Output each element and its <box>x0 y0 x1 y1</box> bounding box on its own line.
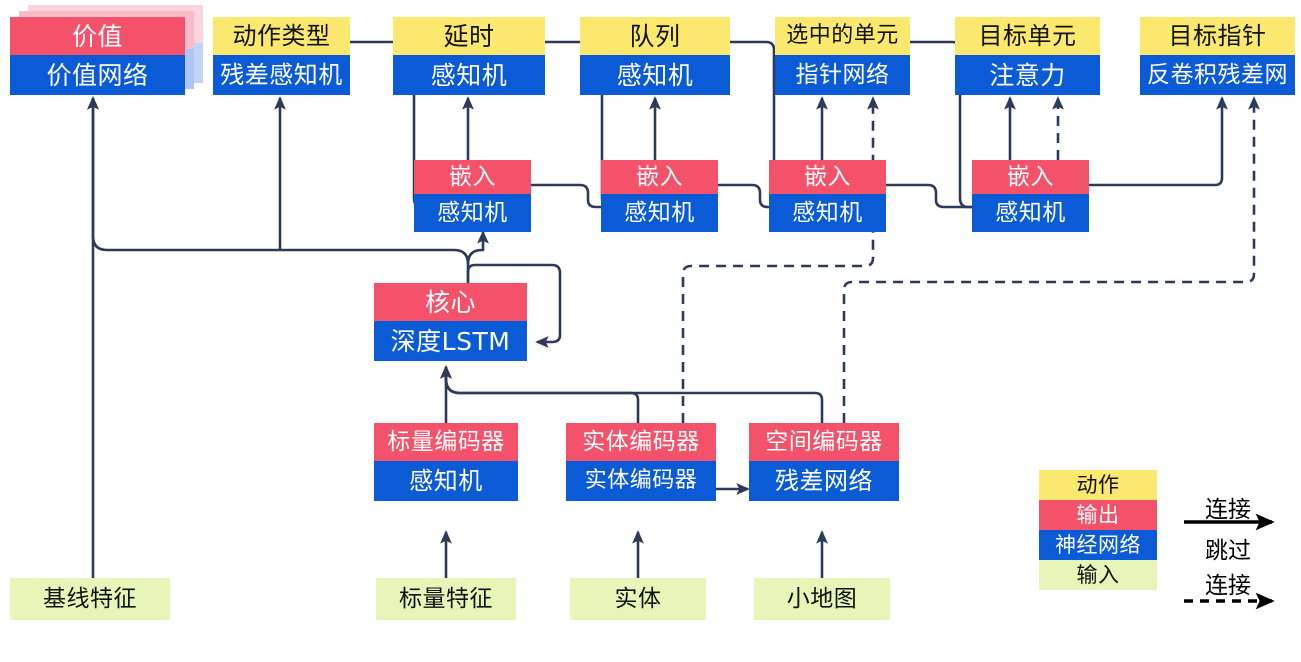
skip-spatial-encoder-to-target-point <box>842 96 1260 423</box>
legend-swatch-output: 输出 <box>1039 500 1157 530</box>
node-action-type[interactable]: 动作类型 残差感知机 <box>213 17 350 95</box>
node-delay-top: 延时 <box>393 17 545 55</box>
node-baseline-features[interactable]: 基线特征 <box>10 578 170 620</box>
node-embed-2-top: 嵌入 <box>601 160 718 194</box>
legend-connection-label: 连接 <box>1205 497 1251 523</box>
node-core[interactable]: 核心 深度LSTM <box>374 283 527 361</box>
node-scalar-encoder[interactable]: 标量编码器 感知机 <box>374 423 518 501</box>
node-scalar-encoder-bottom: 感知机 <box>374 461 518 501</box>
node-scalar-encoder-top: 标量编码器 <box>374 423 518 461</box>
edge-core-to-embed-1 <box>466 230 489 265</box>
node-action-type-bottom: 残差感知机 <box>213 55 350 95</box>
legend-swatch-network: 神经网络 <box>1039 530 1157 560</box>
edge-entity-encoder-bus-to-core <box>440 365 640 423</box>
node-value-top: 价值 <box>10 17 185 55</box>
edge-spatial-encoder-bus-to-core <box>440 365 824 423</box>
legend-skip-label-line1: 跳过 <box>1205 538 1251 564</box>
node-embed-1[interactable]: 嵌入 感知机 <box>414 160 531 232</box>
node-selected-units-top: 选中的单元 <box>775 17 910 55</box>
edge-embed-4-to-target-point <box>1089 96 1228 187</box>
node-scalar-features[interactable]: 标量特征 <box>376 578 516 620</box>
node-target-unit[interactable]: 目标单元 注意力 <box>955 17 1100 95</box>
node-target-unit-top: 目标单元 <box>955 17 1100 55</box>
node-value[interactable]: 价值 价值网络 <box>10 17 185 95</box>
node-spatial-encoder-bottom: 残差网络 <box>749 461 899 501</box>
node-target-point-bottom: 反卷积残差网 <box>1140 55 1295 95</box>
legend-swatch-input: 输入 <box>1039 560 1157 590</box>
node-minimap[interactable]: 小地图 <box>754 578 890 620</box>
node-embed-4-bottom: 感知机 <box>972 194 1089 232</box>
node-embed-2[interactable]: 嵌入 感知机 <box>601 160 718 232</box>
node-delay[interactable]: 延时 感知机 <box>393 17 545 95</box>
node-selected-units[interactable]: 选中的单元 指针网络 <box>775 17 910 95</box>
node-minimap-label: 小地图 <box>754 578 890 620</box>
node-value-bottom: 价值网络 <box>10 55 185 95</box>
node-action-type-top: 动作类型 <box>213 17 350 55</box>
node-delay-bottom: 感知机 <box>393 55 545 95</box>
node-embed-1-top: 嵌入 <box>414 160 531 194</box>
node-core-top: 核心 <box>374 283 527 321</box>
node-entity-encoder-top: 实体编码器 <box>566 423 716 461</box>
node-target-point-top: 目标指针 <box>1140 17 1295 55</box>
node-queue[interactable]: 队列 感知机 <box>580 17 730 95</box>
node-entity-encoder[interactable]: 实体编码器 实体编码器 <box>566 423 716 501</box>
node-selected-units-bottom: 指针网络 <box>775 55 910 95</box>
node-embed-4-top: 嵌入 <box>972 160 1089 194</box>
legend-swatches: 动作 输出 神经网络 输入 <box>1039 470 1157 590</box>
node-baseline-features-label: 基线特征 <box>10 578 170 620</box>
node-spatial-encoder[interactable]: 空间编码器 残差网络 <box>749 423 899 501</box>
edge-core-bus-left <box>87 96 470 265</box>
node-spatial-encoder-top: 空间编码器 <box>749 423 899 461</box>
node-embed-1-bottom: 感知机 <box>414 194 531 232</box>
legend-skip-label-line2: 连接 <box>1205 573 1251 599</box>
node-entity-encoder-bottom: 实体编码器 <box>566 461 716 501</box>
node-queue-top: 队列 <box>580 17 730 55</box>
node-embed-3-bottom: 感知机 <box>769 194 886 232</box>
node-embed-3[interactable]: 嵌入 感知机 <box>769 160 886 232</box>
skip-entity-encoder-to-selected-units <box>681 96 879 423</box>
node-target-point[interactable]: 目标指针 反卷积残差网 <box>1140 17 1295 95</box>
node-scalar-features-label: 标量特征 <box>376 578 516 620</box>
node-embed-3-top: 嵌入 <box>769 160 886 194</box>
node-embed-4[interactable]: 嵌入 感知机 <box>972 160 1089 232</box>
node-entities-label: 实体 <box>570 578 706 620</box>
node-target-unit-bottom: 注意力 <box>955 55 1100 95</box>
node-queue-bottom: 感知机 <box>580 55 730 95</box>
node-core-bottom: 深度LSTM <box>374 321 527 361</box>
node-embed-2-bottom: 感知机 <box>601 194 718 232</box>
edge-embed-3-to-embed-4 <box>886 183 986 213</box>
node-entities[interactable]: 实体 <box>570 578 706 620</box>
legend-swatch-action: 动作 <box>1039 470 1157 500</box>
